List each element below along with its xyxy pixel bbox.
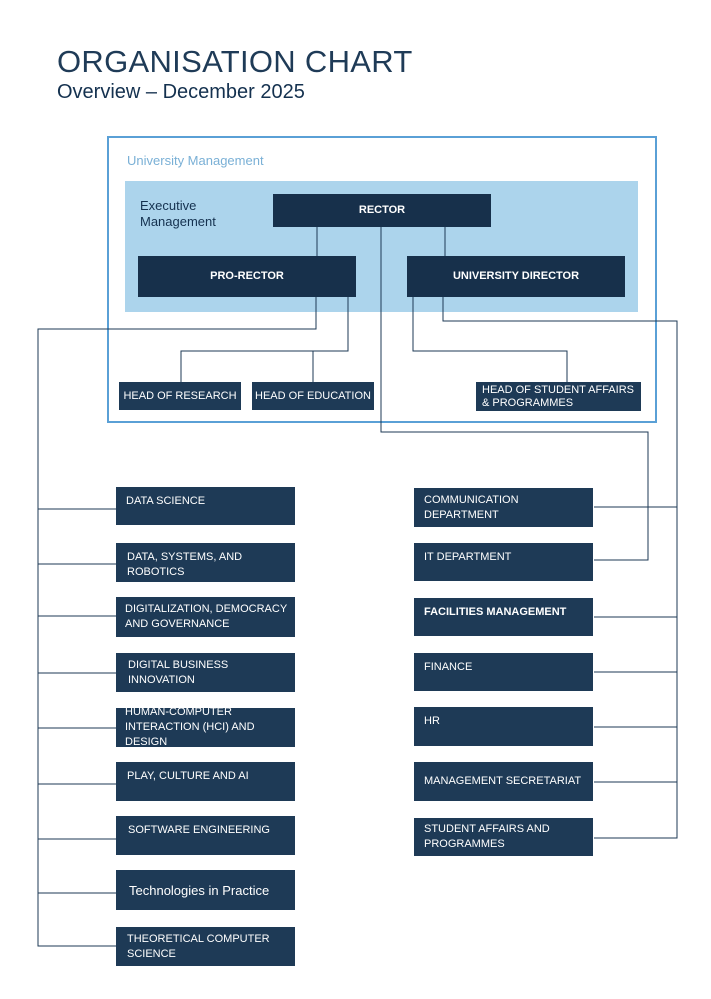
dept-data-science[interactable]: DATA SCIENCE bbox=[116, 487, 295, 525]
dept-data-systems-robotics[interactable]: DATA, SYSTEMS, AND ROBOTICS bbox=[116, 543, 295, 582]
executive-management-label: Executive Management bbox=[140, 198, 216, 229]
dept-play-culture-ai[interactable]: PLAY, CULTURE AND AI bbox=[116, 762, 295, 801]
dept-hr[interactable]: HR bbox=[414, 707, 593, 746]
head-of-education-box[interactable]: HEAD OF EDUCATION bbox=[252, 382, 374, 410]
dept-hci-design[interactable]: HUMAN-COMPUTER INTERACTION (HCI) AND DES… bbox=[116, 706, 295, 748]
rector-box[interactable]: RECTOR bbox=[273, 194, 491, 227]
page-title: ORGANISATION CHART bbox=[57, 44, 413, 79]
page-subtitle: Overview – December 2025 bbox=[57, 81, 305, 103]
head-of-research-box[interactable]: HEAD OF RESEARCH bbox=[119, 382, 241, 410]
dept-it[interactable]: IT DEPARTMENT bbox=[414, 543, 593, 581]
dept-facilities-management[interactable]: FACILITIES MANAGEMENT bbox=[414, 598, 593, 636]
university-management-label: University Management bbox=[127, 153, 264, 168]
dept-theoretical-computer-science[interactable]: THEORETICAL COMPUTER SCIENCE bbox=[116, 927, 295, 966]
dept-communication[interactable]: COMMUNICATION DEPARTMENT bbox=[414, 488, 593, 527]
dept-digital-business-innovation[interactable]: DIGITAL BUSINESS INNOVATION bbox=[116, 653, 295, 692]
head-of-student-affairs-box[interactable]: HEAD OF STUDENT AFFAIRS & PROGRAMMES bbox=[476, 382, 641, 411]
university-director-box[interactable]: UNIVERSITY DIRECTOR bbox=[407, 256, 625, 297]
university-management-frame bbox=[107, 136, 657, 423]
dept-technologies-in-practice[interactable]: Technologies in Practice bbox=[116, 870, 295, 910]
dept-digitalization-democracy[interactable]: DIGITALIZATION, DEMOCRACY AND GOVERNANCE bbox=[116, 597, 295, 637]
pro-rector-box[interactable]: PRO-RECTOR bbox=[138, 256, 356, 297]
dept-finance[interactable]: FINANCE bbox=[414, 653, 593, 691]
dept-software-engineering[interactable]: SOFTWARE ENGINEERING bbox=[116, 816, 295, 855]
dept-management-secretariat[interactable]: MANAGEMENT SECRETARIAT bbox=[414, 762, 593, 801]
dept-student-affairs-programmes[interactable]: STUDENT AFFAIRS AND PROGRAMMES bbox=[414, 818, 593, 856]
